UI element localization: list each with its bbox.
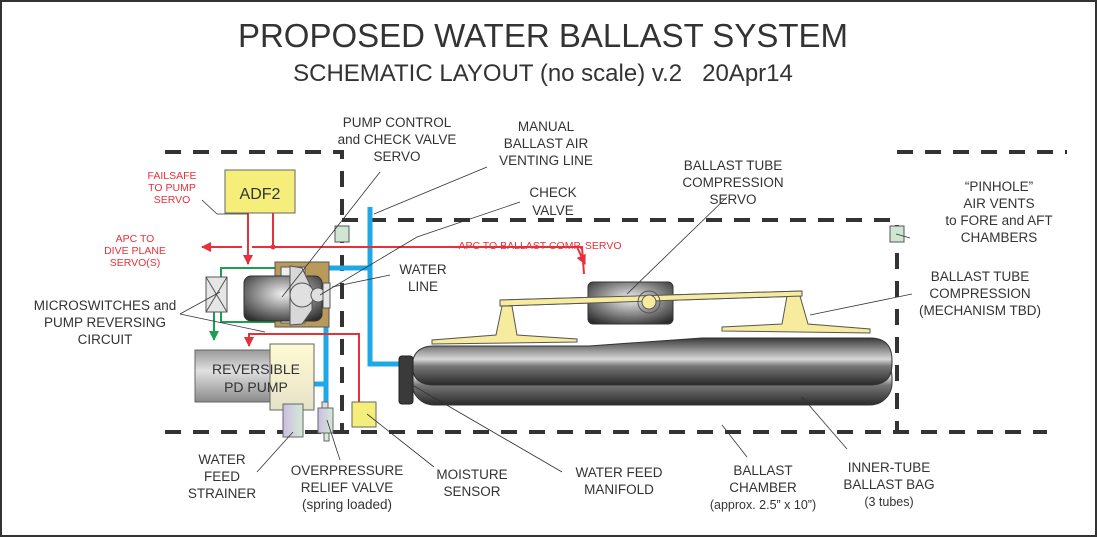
- svg-text:MANUAL: MANUAL: [518, 119, 575, 134]
- failsafe-label: FAILSAFE TO PUMP SERVO: [147, 170, 196, 206]
- label-strainer: WATER FEED STRAINER: [188, 452, 257, 501]
- microswitch: [205, 276, 228, 313]
- svg-text:PUMP REVERSING: PUMP REVERSING: [44, 315, 166, 330]
- label-relief-valve: OVERPRESSURE RELIEF VALVE (spring loaded…: [291, 463, 404, 512]
- page-subtitle: SCHEMATIC LAYOUT (no scale) v.2 20Apr14: [293, 60, 793, 87]
- svg-text:SERVO(S): SERVO(S): [110, 257, 161, 269]
- moisture-sensor: [351, 401, 377, 428]
- svg-text:CHAMBER: CHAMBER: [729, 480, 797, 495]
- svg-text:CHECK: CHECK: [529, 185, 576, 200]
- svg-text:(3 tubes): (3 tubes): [864, 495, 913, 509]
- svg-text:VENTING LINE: VENTING LINE: [499, 153, 593, 168]
- svg-text:(approx. 2.5” x 10”): (approx. 2.5” x 10”): [710, 498, 816, 512]
- svg-text:PUMP CONTROL: PUMP CONTROL: [343, 115, 452, 130]
- svg-text:COMPRESSION: COMPRESSION: [929, 286, 1030, 301]
- svg-text:FAILSAFE: FAILSAFE: [147, 170, 196, 182]
- svg-text:STRAINER: STRAINER: [188, 486, 257, 501]
- overpressure-relief-valve: [317, 401, 334, 442]
- svg-text:BALLAST: BALLAST: [733, 463, 792, 478]
- adf2-label: ADF2: [240, 186, 281, 203]
- water-feed-manifold: [398, 355, 414, 405]
- svg-text:APC TO: APC TO: [116, 233, 155, 245]
- ballast-compression-servo: [499, 281, 803, 325]
- label-microswitches: MICROSWITCHES and PUMP REVERSING CIRCUIT: [34, 298, 177, 347]
- svg-text:(MECHANISM TBD): (MECHANISM TBD): [919, 303, 1041, 318]
- svg-text:FEED: FEED: [204, 469, 240, 484]
- label-check-valve: CHECK VALVE: [529, 185, 576, 218]
- svg-text:BALLAST TUBE: BALLAST TUBE: [931, 269, 1030, 284]
- svg-text:“PINHOLE”: “PINHOLE”: [965, 179, 1033, 194]
- pinhole-vent-fore: [334, 225, 350, 243]
- svg-text:TO PUMP: TO PUMP: [148, 182, 196, 194]
- wire-junction: [270, 244, 276, 250]
- reversible-pd-pump: REVERSIBLE PD PUMP: [194, 343, 315, 411]
- label-compression-servo: BALLAST TUBE COMPRESSION SERVO: [682, 158, 783, 207]
- label-manifold: WATER FEED MANIFOLD: [576, 465, 663, 497]
- svg-text:RELIEF VALVE: RELIEF VALVE: [301, 480, 394, 495]
- apc-ballast-label: APC TO BALLAST COMP. SERVO: [458, 240, 621, 252]
- svg-text:COMPRESSION: COMPRESSION: [682, 175, 783, 190]
- svg-text:BALLAST TUBE: BALLAST TUBE: [684, 158, 783, 173]
- svg-text:CHAMBERS: CHAMBERS: [961, 230, 1038, 245]
- microswitch-wires: [209, 267, 282, 341]
- inner-tube-ballast-bag: [411, 337, 893, 406]
- svg-text:CIRCUIT: CIRCUIT: [78, 332, 133, 347]
- svg-text:BALLAST BAG: BALLAST BAG: [843, 477, 934, 492]
- svg-text:SENSOR: SENSOR: [443, 484, 500, 499]
- svg-text:LINE: LINE: [408, 279, 438, 294]
- label-ballast-bag: INNER-TUBE BALLAST BAG (3 tubes): [843, 460, 934, 509]
- svg-text:SERVO: SERVO: [373, 149, 420, 164]
- svg-text:WATER: WATER: [399, 262, 446, 277]
- svg-text:SERVO: SERVO: [154, 194, 191, 206]
- pump-control-servo: [243, 261, 330, 328]
- svg-text:(spring loaded): (spring loaded): [302, 497, 392, 512]
- label-moisture-sensor: MOISTURE SENSOR: [436, 467, 507, 499]
- pump-label-2: PD PUMP: [224, 379, 288, 395]
- svg-text:BALLAST AIR: BALLAST AIR: [504, 136, 589, 151]
- svg-text:OVERPRESSURE: OVERPRESSURE: [291, 463, 404, 478]
- svg-text:to FORE and AFT: to FORE and AFT: [945, 213, 1052, 228]
- svg-text:VALVE: VALVE: [532, 203, 574, 218]
- check-valve: [322, 282, 331, 309]
- pump-label-1: REVERSIBLE: [212, 361, 300, 377]
- leader-lines: [179, 166, 913, 473]
- svg-text:WATER: WATER: [198, 452, 245, 467]
- svg-text:INNER-TUBE: INNER-TUBE: [848, 460, 931, 475]
- svg-text:DIVE PLANE: DIVE PLANE: [104, 245, 166, 257]
- apc-ballast-line: [264, 246, 585, 275]
- label-compression-mechanism: BALLAST TUBE COMPRESSION (MECHANISM TBD): [919, 269, 1041, 318]
- label-pump-control: PUMP CONTROL and CHECK VALVE SERVO: [338, 115, 457, 164]
- label-water-line: WATER LINE: [399, 262, 446, 294]
- water-feed-strainer: [282, 403, 304, 438]
- page-title: PROPOSED WATER BALLAST SYSTEM: [238, 17, 848, 54]
- label-manual-vent: MANUAL BALLAST AIR VENTING LINE: [499, 119, 593, 168]
- signal-wires: [201, 213, 586, 402]
- apc-dive-plane-label: APC TO DIVE PLANE SERVO(S): [104, 233, 166, 269]
- forward-boundary: [165, 150, 344, 432]
- svg-text:MICROSWITCHES and: MICROSWITCHES and: [34, 298, 177, 313]
- svg-text:MOISTURE: MOISTURE: [436, 467, 507, 482]
- adf2-box: [224, 169, 296, 214]
- chamber-boundaries: [165, 150, 1067, 434]
- label-pinhole-vents: “PINHOLE” AIR VENTS to FORE and AFT CHAM…: [945, 179, 1052, 245]
- svg-text:MANIFOLD: MANIFOLD: [584, 482, 654, 497]
- svg-text:and CHECK VALVE: and CHECK VALVE: [338, 132, 457, 147]
- svg-text:SERVO: SERVO: [709, 192, 756, 207]
- svg-text:WATER FEED: WATER FEED: [576, 465, 663, 480]
- svg-text:AIR VENTS: AIR VENTS: [963, 196, 1034, 211]
- label-ballast-chamber: BALLAST CHAMBER (approx. 2.5” x 10”): [710, 463, 816, 512]
